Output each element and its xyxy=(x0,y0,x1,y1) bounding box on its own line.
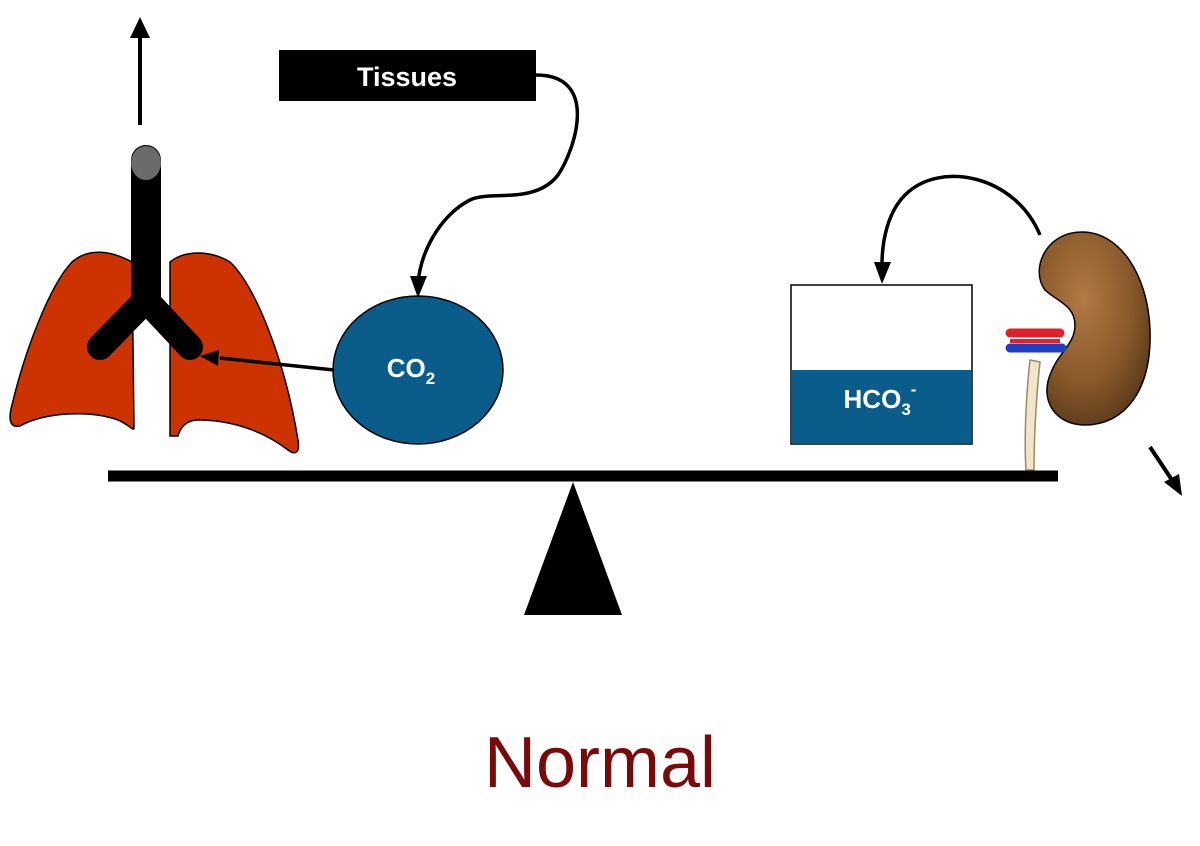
kidney-to-bicarbonate-arrowhead xyxy=(874,262,891,284)
svg-text:CO2: CO2 xyxy=(387,353,435,388)
svg-text:HCO3-: HCO3- xyxy=(844,380,917,419)
co2-to-lungs-arrowhead xyxy=(200,350,219,366)
exhale-arrow xyxy=(130,17,150,125)
bicarbonate-fill xyxy=(792,370,971,443)
excretion-arrow xyxy=(1148,445,1182,496)
tissues-to-co2-arrowhead xyxy=(410,276,427,298)
tissues-label: Tissues xyxy=(357,62,457,92)
tissues-box: Tissues xyxy=(279,50,536,101)
kidney-body xyxy=(1038,231,1151,426)
co2-to-lungs-arrow xyxy=(219,356,335,372)
kidney-to-bicarbonate-arrow xyxy=(880,174,1042,266)
hco3-subscript: 3 xyxy=(901,400,910,419)
ureter xyxy=(1024,359,1041,471)
state-caption: Normal xyxy=(483,723,717,803)
kidney-icon xyxy=(1005,231,1151,471)
co2-label: CO xyxy=(387,353,426,383)
bicarbonate-box: HCO3- xyxy=(790,284,973,445)
tissues-to-co2-arrow xyxy=(416,73,580,289)
right-lung xyxy=(169,252,300,454)
trachea-top xyxy=(131,146,161,180)
hco3-label: HCO xyxy=(844,384,902,414)
right-bronchus xyxy=(133,287,203,360)
left-lung xyxy=(9,251,135,430)
co2-subscript: 2 xyxy=(426,369,435,388)
hco3-superscript: - xyxy=(911,380,917,399)
triangle-fulcrum-icon xyxy=(524,482,622,615)
lungs-icon xyxy=(9,145,300,454)
co2-circle: CO2 xyxy=(332,295,504,445)
